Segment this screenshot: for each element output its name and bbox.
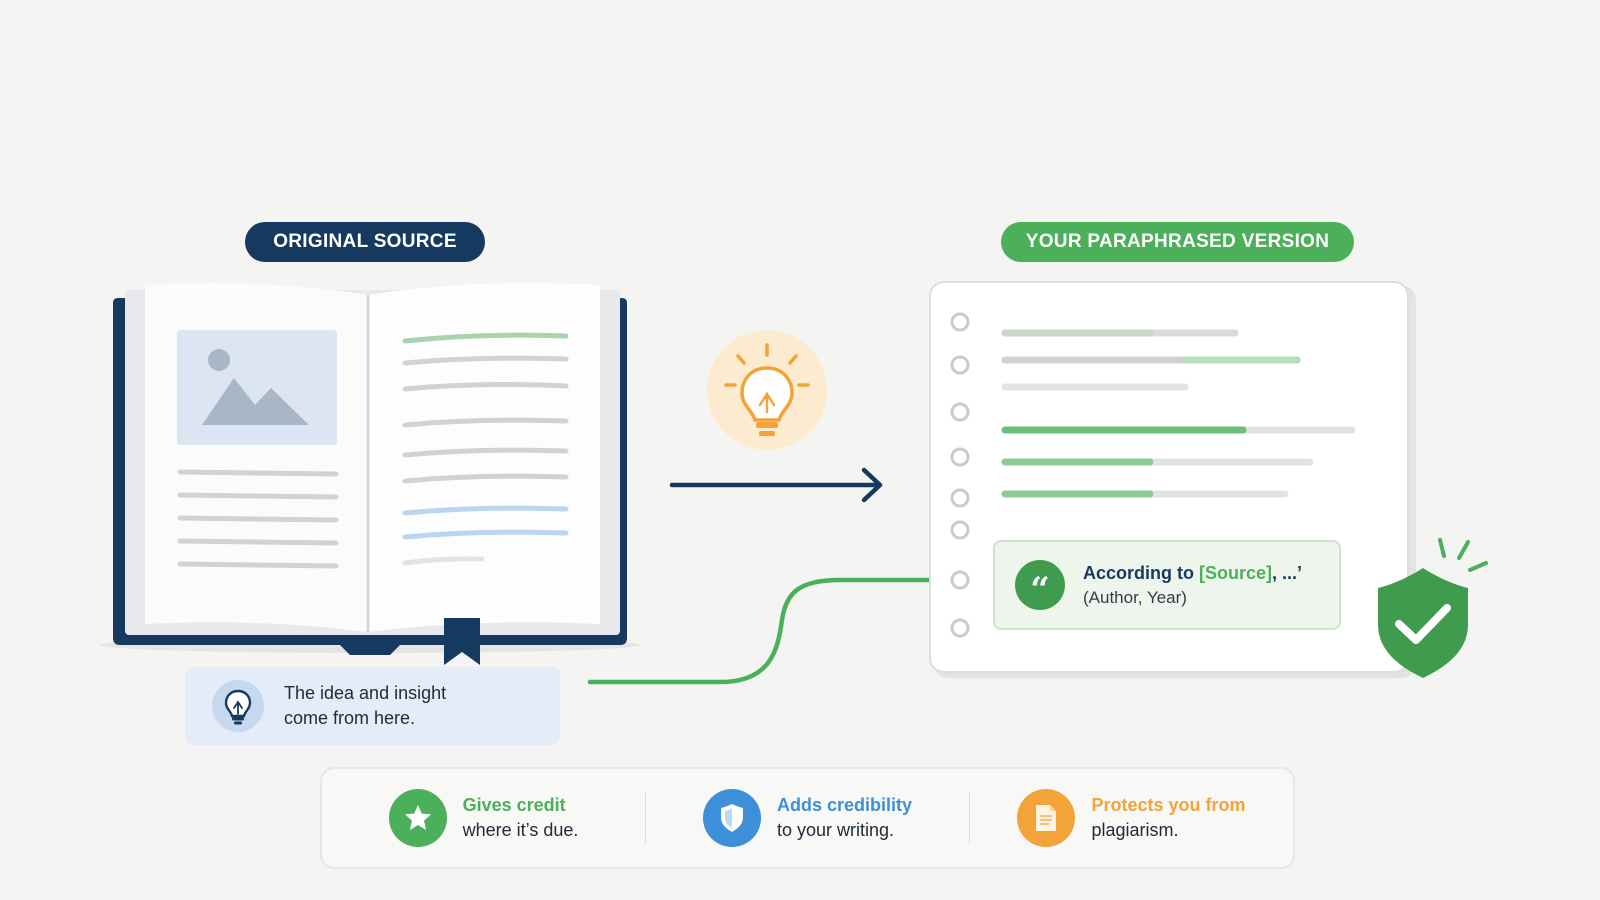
document-icon [1017, 789, 1076, 847]
paraphrased-version-label: YOUR PARAPHRASED VERSION [1001, 222, 1354, 262]
citation-box: “ According to [Source], ...’ (Author, Y… [993, 540, 1341, 630]
benefit-subtitle: to your writing. [776, 820, 895, 840]
open-book-icon [100, 282, 640, 665]
original-source-label: ORIGINAL SOURCE [245, 222, 485, 262]
quote-icon: “ [1015, 560, 1065, 610]
benefit-subtitle: where it’s due. [462, 820, 579, 840]
benefit-plagiarism: Protects you from plagiarism. [970, 789, 1293, 847]
lightbulb-icon [707, 330, 827, 450]
shield-icon [702, 789, 761, 847]
image-icon [177, 330, 337, 445]
citation-line-1: According to [Source], ...’ [1083, 563, 1302, 584]
citation-author-year: (Author, Year) [1083, 587, 1187, 607]
caption-line-1: The idea and insight [284, 683, 447, 703]
benefit-title: Adds credibility [776, 795, 913, 815]
benefit-title: Gives credit [462, 795, 566, 815]
benefits-panel: Gives credit where it’s due. Adds credib… [320, 767, 1295, 869]
citation-arrow [587, 565, 967, 685]
benefit-title: Protects you from [1091, 795, 1246, 815]
idea-source-caption: The idea and insight come from here. [185, 667, 560, 745]
benefit-credibility: Adds credibility to your writing. [646, 789, 969, 847]
lightbulb-icon [212, 680, 264, 732]
caption-line-2: come from here. [284, 708, 416, 728]
divider [969, 792, 970, 844]
divider [645, 792, 646, 844]
verified-shield-icon [1378, 538, 1488, 678]
spiral-binding [950, 312, 970, 638]
star-icon [388, 789, 447, 847]
transform-arrow [669, 467, 883, 503]
benefit-subtitle: plagiarism. [1091, 820, 1179, 840]
benefit-credit: Gives credit where it’s due. [322, 789, 645, 847]
citation-source: [Source] [1199, 562, 1273, 583]
citation-suffix: , ...’ [1272, 562, 1303, 583]
citation-prefix: According to [1083, 562, 1199, 583]
bookmark-icon [444, 618, 480, 665]
